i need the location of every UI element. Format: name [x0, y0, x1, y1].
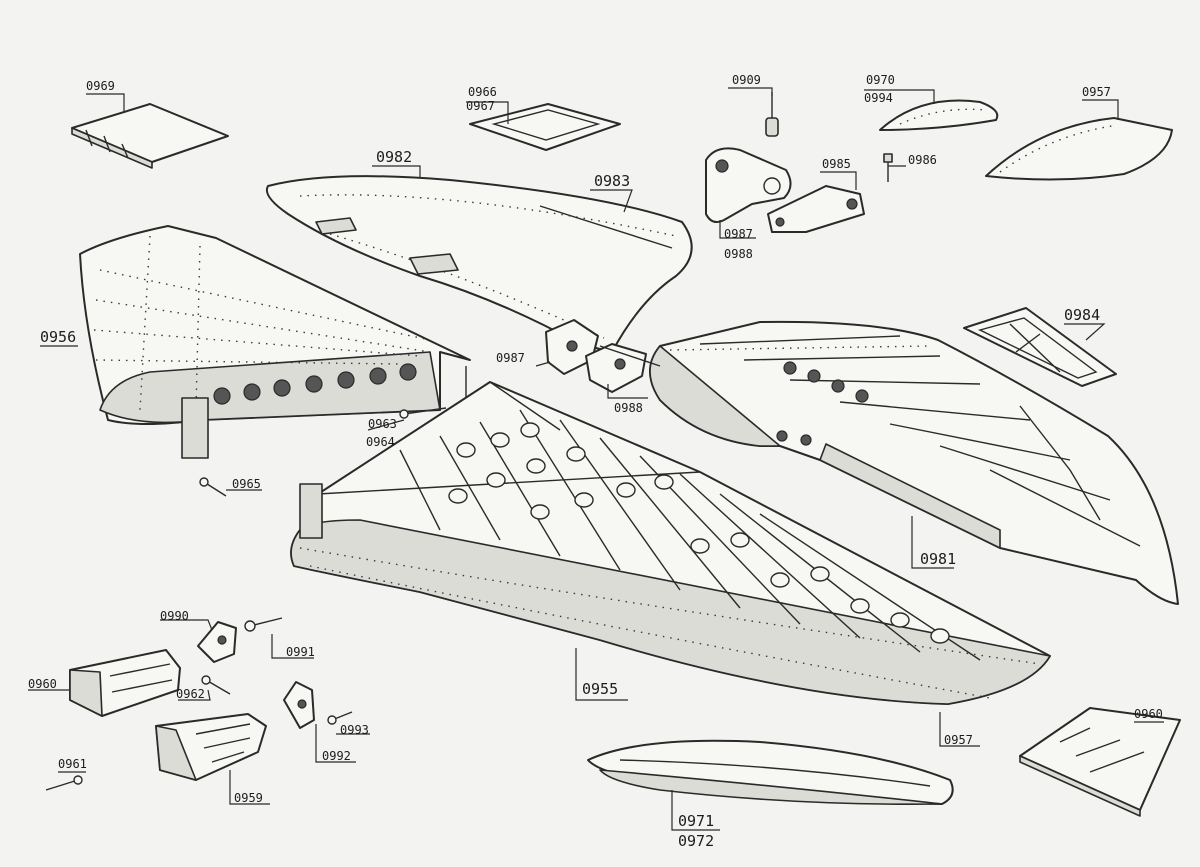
- part-0987-hinge-bracket: [705, 147, 792, 223]
- label-0964: 0964: [366, 435, 395, 449]
- part-0969-panel: [71, 103, 229, 169]
- label-0987-mid: 0987: [496, 351, 525, 365]
- label-0965: 0965: [232, 477, 261, 491]
- label-0971: 0971: [678, 812, 714, 830]
- label-0966: 0966: [468, 85, 497, 99]
- part-0956-outer-wing: [79, 225, 471, 459]
- label-0963: 0963: [368, 417, 397, 431]
- label-0960-right: 0960: [1134, 707, 1163, 721]
- label-0967: 0967: [466, 99, 495, 113]
- label-0988-top: 0988: [724, 247, 753, 261]
- label-0959: 0959: [234, 791, 263, 805]
- label-0990: 0990: [160, 609, 189, 623]
- label-0909: 0909: [732, 73, 761, 87]
- label-0982: 0982: [376, 148, 412, 166]
- part-0959-fitting: [155, 713, 267, 781]
- part-0993-bolt: [327, 711, 353, 725]
- label-0961: 0961: [58, 757, 87, 771]
- part-0960-right-panel: [1019, 707, 1181, 817]
- label-0984: 0984: [1064, 306, 1100, 324]
- part-0955-main-wing: [290, 381, 1051, 705]
- label-0986: 0986: [908, 153, 937, 167]
- part-0984-rib-frame: [963, 307, 1117, 387]
- leader-lines: [28, 87, 1164, 831]
- label-0960-left: 0960: [28, 677, 57, 691]
- part-0962-bolt: [201, 675, 231, 695]
- label-0993: 0993: [340, 723, 369, 737]
- label-0994: 0994: [864, 91, 893, 105]
- part-0960-fitting: [69, 649, 181, 717]
- part-0981-flap-assembly: [649, 320, 1179, 605]
- part-0987-mid-hinge: [545, 319, 661, 393]
- part-labels: 0969 0966 0967 0909 0970 0994 0957 0982 …: [28, 73, 1163, 850]
- label-0957-bottom: 0957: [944, 733, 973, 747]
- label-0972: 0972: [678, 832, 714, 850]
- part-0990-fitting: [197, 621, 237, 663]
- part-0909-bolt: [765, 92, 779, 137]
- label-0983: 0983: [594, 172, 630, 190]
- part-0961-bolt: [45, 775, 83, 791]
- part-0965-bolt: [199, 477, 227, 497]
- label-0988-mid: 0988: [614, 401, 643, 415]
- outer-wing-lightening-holes: [213, 363, 417, 405]
- part-0970-fairing: [879, 99, 999, 131]
- label-0981: 0981: [920, 550, 956, 568]
- part-0986-pin: [883, 153, 893, 182]
- part-0991-bolt: [244, 617, 283, 632]
- label-0957-top: 0957: [1082, 85, 1111, 99]
- label-0970: 0970: [866, 73, 895, 87]
- label-0991: 0991: [286, 645, 315, 659]
- part-0992-fitting: [283, 681, 315, 729]
- main-wing-holes: [448, 422, 950, 644]
- part-0985-fitting: [767, 185, 865, 233]
- part-0957-tip-cap: [985, 117, 1173, 181]
- label-0969: 0969: [86, 79, 115, 93]
- label-0985: 0985: [822, 157, 851, 171]
- part-0982-upper-skin: [266, 175, 693, 353]
- label-0987-top: 0987: [724, 227, 753, 241]
- label-0962: 0962: [176, 687, 205, 701]
- part-0971-airfoil-fairing: [587, 739, 954, 806]
- label-0955: 0955: [582, 680, 618, 698]
- label-0956: 0956: [40, 328, 76, 346]
- part-0963-bolt: [399, 407, 447, 419]
- label-0992: 0992: [322, 749, 351, 763]
